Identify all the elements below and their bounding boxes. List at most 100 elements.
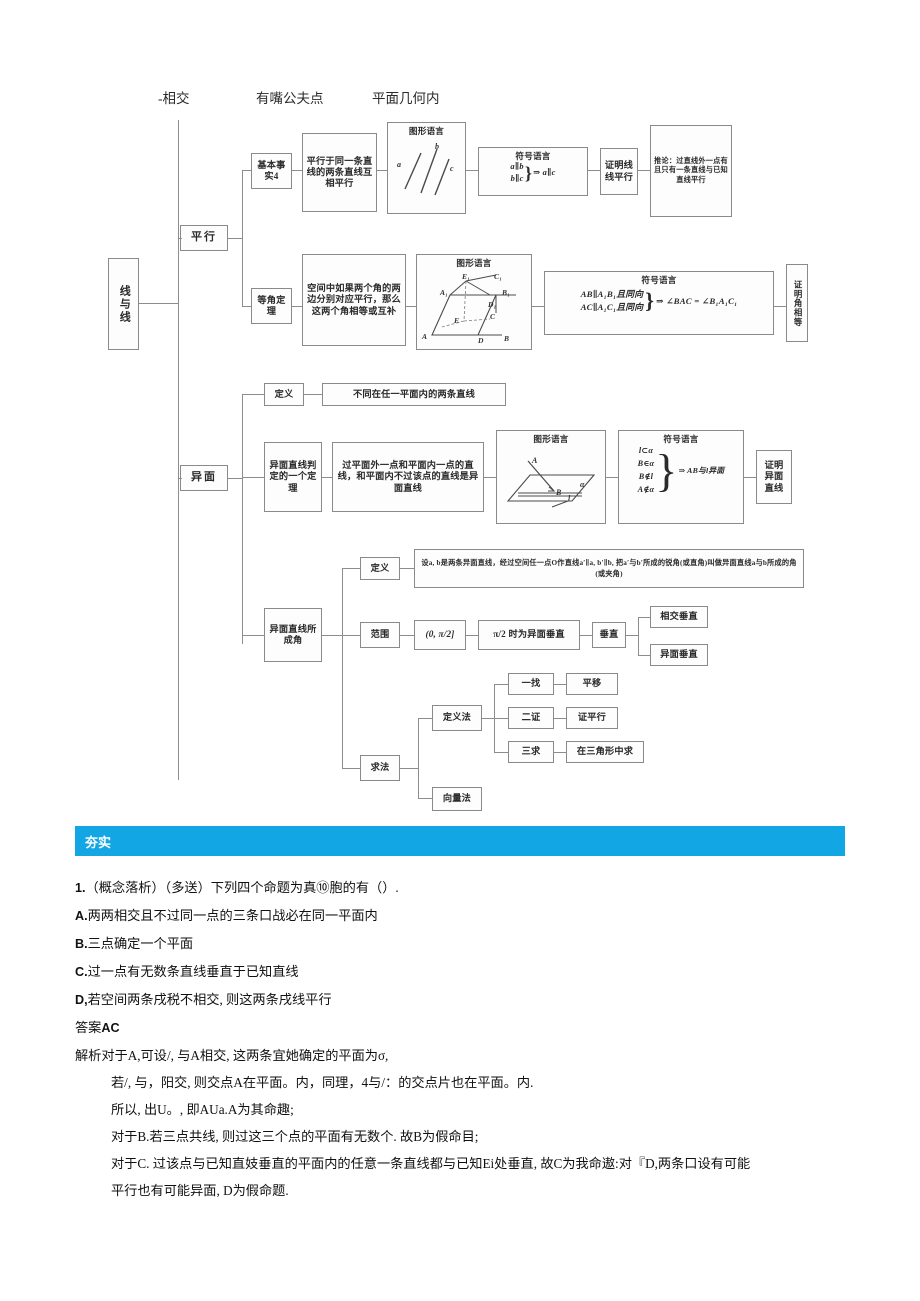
node-angle-def: 定义 — [360, 557, 400, 580]
connector-fact4-text — [292, 170, 302, 171]
svg-text:B: B — [555, 488, 562, 497]
symbol-title-2: 符号语言 — [641, 275, 677, 285]
figure-title-graphic-language-2: 图形语言 — [456, 258, 492, 268]
top-label-1: 有嘴公夫点 — [256, 91, 324, 106]
connector-angledef-text — [400, 568, 414, 569]
option-b-letter: B. — [75, 937, 88, 951]
connector-skewthm-text — [322, 477, 332, 478]
connector-perp-split — [638, 617, 639, 655]
connector-equalangle-fig — [406, 306, 416, 307]
option-a[interactable]: A.两两相交且不过同一点的三条口战必在同一平面内 — [75, 902, 845, 930]
node-perp-item-1: 异面垂直 — [650, 644, 708, 666]
sym-fact4-line2: b∥c — [510, 173, 524, 183]
figure-title-graphic-language: 图形语言 — [408, 126, 445, 136]
node-fact4-symbol: 符号语言 a∥b b∥c } ⇒ a∥c — [478, 147, 588, 196]
svg-text:D₁: D₁ — [487, 300, 496, 309]
svg-text:l: l — [568, 494, 571, 503]
node-angle-range-value: (0, π/2] — [414, 620, 466, 650]
connector-method-out — [400, 768, 418, 769]
connector-perp-in — [580, 635, 592, 636]
node-parallel: 平行 — [180, 225, 228, 251]
connector-equalangle-in — [242, 306, 251, 307]
sym-equalangle-line2: AC∥A₁C₁且同向 — [580, 302, 644, 313]
option-c[interactable]: C.过一点有无数条直线垂直于已知直线 — [75, 958, 845, 986]
connector-skew-out — [228, 478, 242, 479]
symbol-title-3: 符号语言 — [663, 434, 699, 444]
node-angle-perp: 垂直 — [592, 622, 626, 648]
connector-methoddef-in — [418, 718, 432, 719]
node-method-def: 定义法 — [432, 705, 482, 731]
connector-skewthm-in — [242, 477, 264, 478]
svg-text:a: a — [397, 160, 401, 169]
connector-equalangle-use — [774, 306, 786, 307]
connector-parallel-out — [228, 238, 242, 239]
node-skew-def-text: 不同在任一平面内的两条直线 — [322, 383, 506, 406]
mindmap-diagram: -相交 有嘴公夫点 平面几何内 线与线 平行 基本事实4 平行于同一条直线的两条… — [108, 91, 808, 811]
section-title: 夯实 — [85, 834, 112, 850]
sym-equalangle-result: ⇒ ∠BAC = ∠B₁A₁C₁ — [656, 295, 738, 306]
analysis-label: 解析 — [75, 1048, 102, 1063]
node-fact4: 基本事实4 — [251, 153, 292, 189]
connector-method-in — [342, 768, 360, 769]
node-root: 线与线 — [108, 258, 139, 350]
node-angle-method: 求法 — [360, 755, 400, 781]
parallel-lines-figure: a b c — [397, 142, 453, 196]
sym-fact4-result: ⇒ a∥c — [533, 168, 556, 178]
node-equal-angle-symbol: 符号语言 AB∥A₁B₁且同向 AC∥A₁C₁且同向 } ⇒ ∠BAC = ∠B… — [544, 271, 774, 335]
connector-perp-item0 — [638, 617, 650, 618]
connector-step0-in — [494, 684, 508, 685]
node-skew: 异面 — [180, 465, 228, 491]
sym-skew-result: ⇒ AB与l异面 — [678, 466, 725, 476]
svg-text:C₁: C₁ — [494, 272, 502, 281]
connector-root-out — [139, 303, 178, 304]
connector-parallel-split — [242, 170, 243, 307]
connector-skew-split — [242, 394, 243, 644]
connector-range-in — [342, 635, 360, 636]
question-line: 1.（概念落析）（多送）下列四个命题为真⑩胞的有（）. — [75, 874, 845, 902]
connector-equalangle-sym — [532, 306, 544, 307]
connector-step2-detail — [554, 752, 566, 753]
svg-text:B₁: B₁ — [501, 288, 510, 297]
figure-title-graphic-language-3: 图形语言 — [533, 434, 569, 444]
connector-skewdef-text — [304, 394, 322, 395]
answer-value: AC — [101, 1021, 120, 1035]
node-step-1-detail: 证平行 — [566, 707, 618, 729]
connector-fact4-corollary — [638, 170, 650, 171]
connector-angle-out — [322, 635, 342, 636]
connector-steps-out — [482, 718, 494, 719]
node-step-0-detail: 平移 — [566, 673, 618, 695]
node-equal-angle-text: 空间中如果两个角的两边分别对应平行，那么这两个角相等或互补 — [302, 254, 406, 346]
node-skew-theorem-figure: 图形语言 A B l α — [496, 430, 606, 524]
connector-step2-in — [494, 752, 508, 753]
answer-line: 答案AC — [75, 1014, 845, 1042]
connector-method-split — [418, 718, 419, 798]
option-c-letter: C. — [75, 965, 88, 979]
svg-text:E₁: E₁ — [461, 272, 470, 281]
connector-root-spine — [178, 120, 179, 780]
svg-text:D: D — [477, 336, 484, 345]
svg-text:A₁: A₁ — [439, 288, 448, 297]
node-step-1: 二证 — [508, 707, 554, 729]
node-perp-item-0: 相交垂直 — [650, 606, 708, 628]
node-skew-theorem-symbol: 符号语言 l⊂α B∈α B∉l A∉α } ⇒ AB与l异面 — [618, 430, 744, 524]
connector-equalangle-text — [292, 306, 302, 307]
svg-text:E: E — [453, 316, 459, 325]
connector-step1-detail — [554, 718, 566, 719]
node-step-2-detail: 在三角形中求 — [566, 741, 644, 763]
option-b[interactable]: B.三点确定一个平面 — [75, 930, 845, 958]
svg-text:C: C — [490, 312, 496, 321]
connector-angledef-in — [342, 568, 360, 569]
analysis-line-0: 解析对于A,可设/, 与A相交, 这两条宜她确定的平面为σ, — [75, 1042, 845, 1069]
node-angle-range-note: π/2 时为异面垂直 — [478, 620, 580, 650]
connector-fact4-in — [242, 170, 251, 171]
node-method-vector: 向量法 — [432, 787, 482, 811]
svg-text:A: A — [421, 332, 427, 341]
connector-perp-out — [626, 635, 638, 636]
node-equal-angle-figure: 图形语言 A D B A₁ B₁ C₁ E₁ D₁ C E — [416, 254, 532, 350]
option-a-text: 两两相交且不过同一点的三条口战必在同一平面内 — [87, 908, 378, 923]
analysis-line-3: 对于B.若三点共线, 则过这三个点的平面有无数个. 故B为假命目; — [111, 1129, 479, 1144]
option-d[interactable]: D,若空间两条戌税不相交, 则这两条戌线平行 — [75, 986, 845, 1014]
svg-text:b: b — [435, 142, 439, 151]
content-area: 夯实 1.（概念落析）（多送）下列四个命题为真⑩胞的有（）. A.两两相交且不过… — [0, 820, 920, 1204]
svg-text:A: A — [531, 456, 538, 465]
